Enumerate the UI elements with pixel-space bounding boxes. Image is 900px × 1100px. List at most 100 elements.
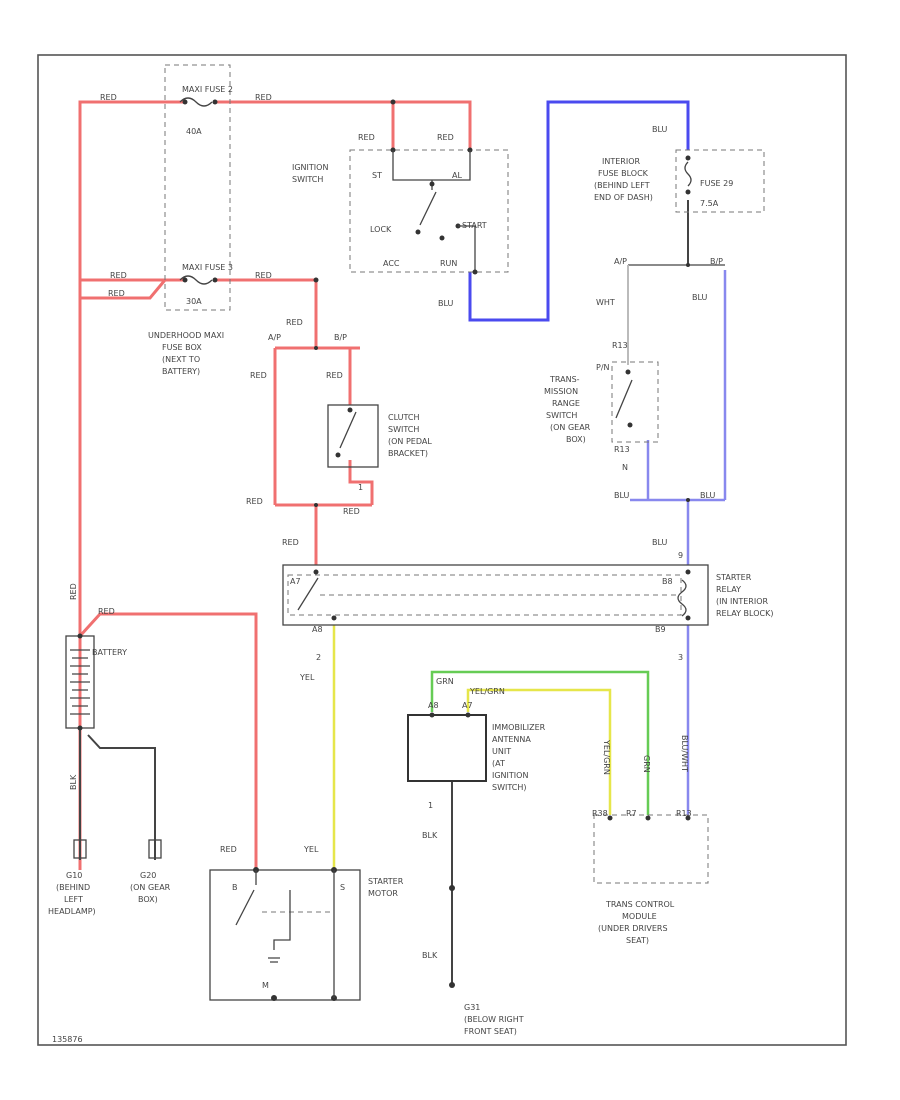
battery: BATTERY RED RED bbox=[65, 583, 127, 731]
ignition-pin-al: AL bbox=[452, 171, 462, 180]
immobilizer-line5: IGNITION bbox=[492, 771, 528, 780]
interior-fuse-block: FUSE 29 7.5A BLU INTERIOR FUSE BLOCK (BE… bbox=[594, 125, 765, 213]
ignition-switch: RED RED ST AL LOCK START ACC RUN IGNITIO… bbox=[292, 133, 509, 275]
fuse-29-amp: 7.5A bbox=[700, 199, 719, 208]
starter-motor-line1: STARTER bbox=[368, 877, 404, 886]
ground-g20: G20 (ON GEAR BOX) bbox=[130, 839, 171, 904]
ignition-pin-st: ST bbox=[372, 171, 382, 180]
g10-line4: HEADLAMP) bbox=[48, 907, 96, 916]
wire-red-battery-to-starter bbox=[78, 612, 258, 870]
diagram-frame bbox=[37, 54, 847, 1046]
clutch-wire-red-left: RED bbox=[250, 371, 267, 380]
g10-line2: (BEHIND bbox=[56, 883, 90, 892]
trans-wire-blu-right: BLU bbox=[692, 293, 708, 302]
wire-label-red-top-left: RED bbox=[100, 93, 117, 102]
trans-wire-blu-join: BLU bbox=[700, 491, 716, 500]
wire-label-red-maxi30: RED bbox=[255, 271, 272, 280]
starter-motor-line2: MOTOR bbox=[368, 889, 398, 898]
clutch-wire-red-right: RED bbox=[326, 371, 343, 380]
trans-switch-line3: RANGE bbox=[552, 399, 580, 408]
immobilizer-pin-1: 1 bbox=[428, 801, 433, 810]
starter-wire-yel: YEL bbox=[303, 845, 319, 854]
immobilizer-line3: UNIT bbox=[492, 747, 511, 756]
trans-switch-line1: TRANS- bbox=[549, 375, 580, 384]
starter-motor: RED YEL B S M STARTER MOTOR bbox=[209, 845, 404, 1001]
ignition-pos-start: START bbox=[462, 221, 487, 230]
ignition-switch-line1: IGNITION bbox=[292, 163, 328, 172]
g10-line3: LEFT bbox=[64, 895, 83, 904]
clutch-switch-line2: SWITCH bbox=[388, 425, 419, 434]
clutch-switch-line1: CLUTCH bbox=[388, 413, 420, 422]
immobilizer-pin-a: A8 bbox=[428, 701, 439, 710]
trans-wire-wht: WHT bbox=[596, 298, 615, 307]
trans-control-module: YEL/GRN GRN BLU/WHT R38 R7 R13 TRANS CON… bbox=[592, 735, 709, 945]
tcm-line1: TRANS CONTROL bbox=[605, 900, 675, 909]
starter-relay-line3: (IN INTERIOR bbox=[716, 597, 769, 606]
g31-line1: G31 bbox=[464, 1003, 480, 1012]
wire-blu-ignition-to-fuse bbox=[468, 100, 690, 322]
wire-red-left-trunk bbox=[78, 100, 185, 630]
immobilizer-wire-yelgrn: YEL/GRN bbox=[469, 687, 505, 696]
g31-wire-blk-top: BLK bbox=[422, 831, 438, 840]
wire-grn-immobilizer bbox=[430, 670, 650, 815]
tcm-pin-r7: R7 bbox=[626, 809, 637, 818]
trans-pin-r13: R13 bbox=[612, 341, 628, 350]
interior-fuse-line2: FUSE BLOCK bbox=[598, 169, 649, 178]
g31-line2: (BELOW RIGHT bbox=[464, 1015, 524, 1024]
wire-label-red-loop: RED bbox=[110, 271, 127, 280]
interior-fuse-line4: END OF DASH) bbox=[594, 193, 653, 202]
immobilizer-line4: (AT bbox=[492, 759, 505, 768]
battery-wire-red-left: RED bbox=[69, 583, 78, 600]
trans-pin-ap: A/P bbox=[614, 257, 627, 266]
starter-pin-b: B bbox=[232, 883, 238, 892]
underhood-box-line2: FUSE BOX bbox=[162, 343, 202, 352]
clutch-pin-bp: B/P bbox=[334, 333, 347, 342]
wire-blk-battery-g20 bbox=[87, 734, 156, 860]
transmission-range-switch: A/P B/P WHT BLU R13 P/N R13 N BLU BLU TR… bbox=[544, 257, 723, 500]
starter-pin-m: M bbox=[262, 981, 269, 990]
interior-fuse-line3: (BEHIND LEFT bbox=[594, 181, 650, 190]
g20-line2: (ON GEAR bbox=[130, 883, 171, 892]
tcm-line2: MODULE bbox=[622, 912, 657, 921]
g31-wire-blk-bottom: BLK bbox=[422, 951, 438, 960]
trans-pin-r13b: R13 bbox=[614, 445, 630, 454]
tcm-pin-r13: R13 bbox=[676, 809, 692, 818]
relay-pin-a7: A7 bbox=[290, 577, 301, 586]
clutch-pin-1: 1 bbox=[358, 483, 363, 492]
battery-wire-red-right: RED bbox=[98, 607, 115, 616]
immobilizer-pin-b: A7 bbox=[462, 701, 473, 710]
ground-g10: BLK G10 (BEHIND LEFT HEADLAMP) bbox=[48, 774, 96, 916]
relay-pin-b8: B8 bbox=[662, 577, 673, 586]
underhood-fuse-box: MAXI FUSE 2 40A MAXI FUSE 3 30A UNDERHOO… bbox=[148, 64, 233, 376]
trans-switch-line5: (ON GEAR bbox=[550, 423, 591, 432]
clutch-switch-line4: BRACKET) bbox=[388, 449, 428, 458]
relay-wire-red: RED bbox=[282, 538, 299, 547]
clutch-pin-ap: A/P bbox=[268, 333, 281, 342]
trans-switch-line2: MISSION bbox=[544, 387, 578, 396]
trans-switch-line4: SWITCH bbox=[546, 411, 577, 420]
tcm-line3: (UNDER DRIVERS bbox=[598, 924, 668, 933]
g20-line3: BOX) bbox=[138, 895, 158, 904]
underhood-box-line1: UNDERHOOD MAXI bbox=[148, 331, 224, 340]
maxi-fuse-30-label: MAXI FUSE 3 bbox=[182, 263, 233, 272]
trans-pin-pn: P/N bbox=[596, 363, 610, 372]
wire-label-blu-ignition: BLU bbox=[438, 299, 454, 308]
g10-line1: G10 bbox=[66, 871, 82, 880]
clutch-wire-red-top: RED bbox=[286, 318, 303, 327]
clutch-wire-red-bottom-left: RED bbox=[246, 497, 263, 506]
relay-pin-b9: B9 bbox=[655, 625, 666, 634]
g10-wire-blk: BLK bbox=[69, 774, 78, 790]
starter-pin-s: S bbox=[340, 883, 345, 892]
immobilizer-line2: ANTENNA bbox=[492, 735, 531, 744]
starter-relay-line1: STARTER bbox=[716, 573, 752, 582]
g20-line1: G20 bbox=[140, 871, 156, 880]
underhood-box-line4: BATTERY) bbox=[162, 367, 200, 376]
underhood-box-line3: (NEXT TO bbox=[162, 355, 200, 364]
tcm-line4: SEAT) bbox=[626, 936, 649, 945]
ground-g31: BLK BLK G31 (BELOW RIGHT FRONT SEAT) bbox=[422, 831, 524, 1036]
wire-red-side bbox=[80, 279, 167, 300]
relay-pin-9: 9 bbox=[678, 551, 683, 560]
ignition-pos-acc: ACC bbox=[383, 259, 400, 268]
battery-label: BATTERY bbox=[92, 648, 127, 657]
